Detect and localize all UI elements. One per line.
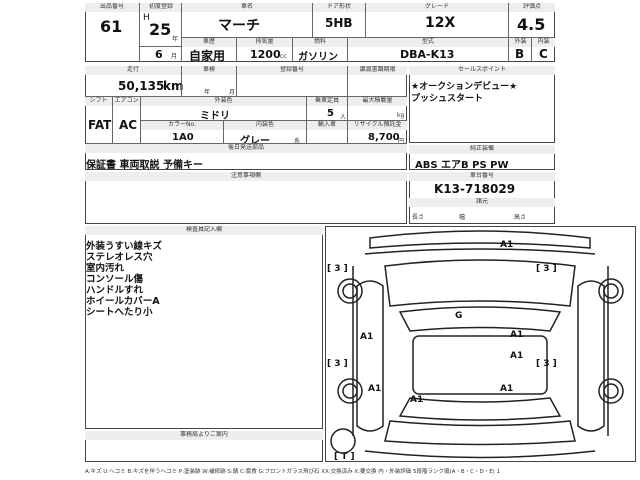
equip-label: 後日発送部品: [85, 144, 407, 153]
year-label: 初度登録: [140, 3, 182, 12]
fuel-label: 燃料: [293, 38, 347, 47]
inspector-line: 室内汚れ: [86, 263, 125, 274]
equip-value: 保証書 車両取説 予備キー: [86, 160, 203, 171]
month-value: 6: [155, 48, 163, 61]
wid-label: 幅: [459, 214, 466, 221]
mark-right-front-door: A1: [510, 330, 524, 340]
era-value: H: [143, 13, 150, 23]
sales-line-1: ★オークションデビュー★: [411, 82, 518, 92]
mark-right-front-fender: [ 3 ]: [536, 264, 557, 274]
seats-label: 乗車定員: [307, 97, 347, 106]
disp-label: 排気量: [237, 38, 292, 47]
mark-right-rear-fender: [ 3 ]: [536, 359, 557, 369]
mark-right-rear-wheel: A1: [500, 384, 514, 394]
intcolor-label: 内装色: [224, 121, 306, 130]
name-label: 車名: [182, 3, 312, 12]
fuel-value: ガソリン: [298, 52, 338, 63]
color-value: ミドリ: [200, 111, 230, 122]
ac-value: AC: [119, 118, 138, 132]
inspector-line: ステレオレス穴: [86, 252, 153, 263]
grade-label: グレード: [366, 3, 508, 12]
len-label: 長さ: [412, 214, 425, 221]
sales-label: セールスポイント: [409, 66, 555, 75]
shaken-label: 車検: [182, 66, 236, 75]
mark-left-front-fender: [ 3 ]: [327, 264, 348, 274]
mark-rear-bumper: A1: [410, 395, 424, 405]
inspector-line: 外装うすい線キズ: [86, 241, 163, 252]
load-label: 最大積載量: [348, 97, 407, 106]
office-label: 事務局よりご案内: [85, 431, 323, 440]
mark-front-right: A1: [500, 240, 514, 250]
colorno-value: 1A0: [172, 132, 194, 143]
color-label: 外装色: [141, 97, 306, 106]
mark-left-door: A1: [360, 332, 374, 342]
colorno-label: カラーNo.: [141, 121, 223, 130]
import-label: 輸入車: [307, 121, 347, 130]
mark-spare-tire: [ T ]: [334, 452, 355, 462]
name-value: マーチ: [218, 18, 260, 34]
shaken-month: 月: [229, 89, 236, 96]
intcolor-suffix: 系: [294, 138, 301, 145]
shaken-year: 年: [204, 89, 211, 96]
mark-left-rear-wheel: A1: [368, 384, 382, 394]
type-value: 自家用: [189, 49, 226, 63]
ext-value: B: [515, 47, 525, 61]
mark-left-rear-fender: [ 3 ]: [327, 359, 348, 369]
seats-unit: 人: [340, 114, 347, 121]
seats-value: 5: [327, 108, 334, 119]
disp-value: 1200: [250, 48, 281, 61]
std-value: ABS エアB PS PW: [415, 160, 509, 171]
car-diagram: [325, 226, 636, 462]
sales-block: [409, 66, 555, 143]
lot-label: 出品番号: [85, 3, 139, 12]
shift-label: シフト: [85, 97, 112, 106]
type-label: 車歴: [182, 38, 236, 47]
body-value: 5HB: [325, 16, 353, 30]
vin-value: K13-718029: [434, 182, 516, 196]
recycle-label: リサイクル預託金: [348, 121, 407, 130]
score-label: 評価点: [509, 3, 555, 12]
sales-line-2: プッシュスタート: [411, 94, 484, 104]
notes-label: 注意事項欄: [85, 172, 407, 181]
inspector-line: シートへたり小: [86, 307, 153, 318]
dim-label: 諸元: [409, 198, 555, 207]
int-label: 内装: [532, 38, 555, 47]
km-value: 50,135: [118, 79, 165, 93]
inspector-line: ハンドルすれ: [86, 285, 144, 296]
std-label: 純正装備: [409, 145, 555, 154]
car-outline-icon: [330, 230, 624, 459]
ac-label: エアコン: [113, 97, 140, 106]
int-value: C: [539, 47, 548, 61]
grade-value: 12X: [425, 15, 456, 31]
year-unit: 年: [172, 36, 179, 43]
inspector-line: コンソール傷: [86, 274, 144, 285]
inspector-label: 検査員記入欄: [85, 226, 323, 235]
ext-label: 外装: [509, 38, 532, 47]
inspector-line: ホイールカバーA: [86, 296, 160, 307]
model-label: 型式: [348, 38, 508, 47]
shift-value: FAT: [88, 118, 112, 132]
load-unit: kg: [397, 112, 405, 119]
vin-label: 車台番号: [409, 172, 555, 181]
km-unit: km: [163, 79, 184, 93]
month-unit: 月: [171, 53, 178, 60]
regno-label: 登録番号: [237, 66, 347, 75]
hgt-label: 高さ: [514, 214, 527, 221]
year-value: 25: [149, 20, 172, 39]
recycle-value: 8,700: [368, 132, 400, 143]
mark-right-rear-door: A1: [510, 351, 524, 361]
tax-label: 譲渡書類期限: [348, 66, 407, 75]
mark-windshield: G: [455, 311, 463, 321]
lot-value: 61: [100, 17, 123, 36]
km-label: 走行: [85, 66, 181, 75]
score-value: 4.5: [517, 15, 546, 34]
recycle-unit: 円: [398, 138, 405, 145]
disp-unit: cc: [280, 53, 287, 60]
model-value: DBA-K13: [400, 48, 455, 61]
intcolor-value: グレー: [240, 136, 270, 147]
legend-footer: A:キズ U:ヘコミ B:キズを伴うヘコミ P:塗装跡 W:補修跡 S:錆 C:…: [85, 469, 501, 475]
body-label: ドア形状: [313, 3, 365, 12]
